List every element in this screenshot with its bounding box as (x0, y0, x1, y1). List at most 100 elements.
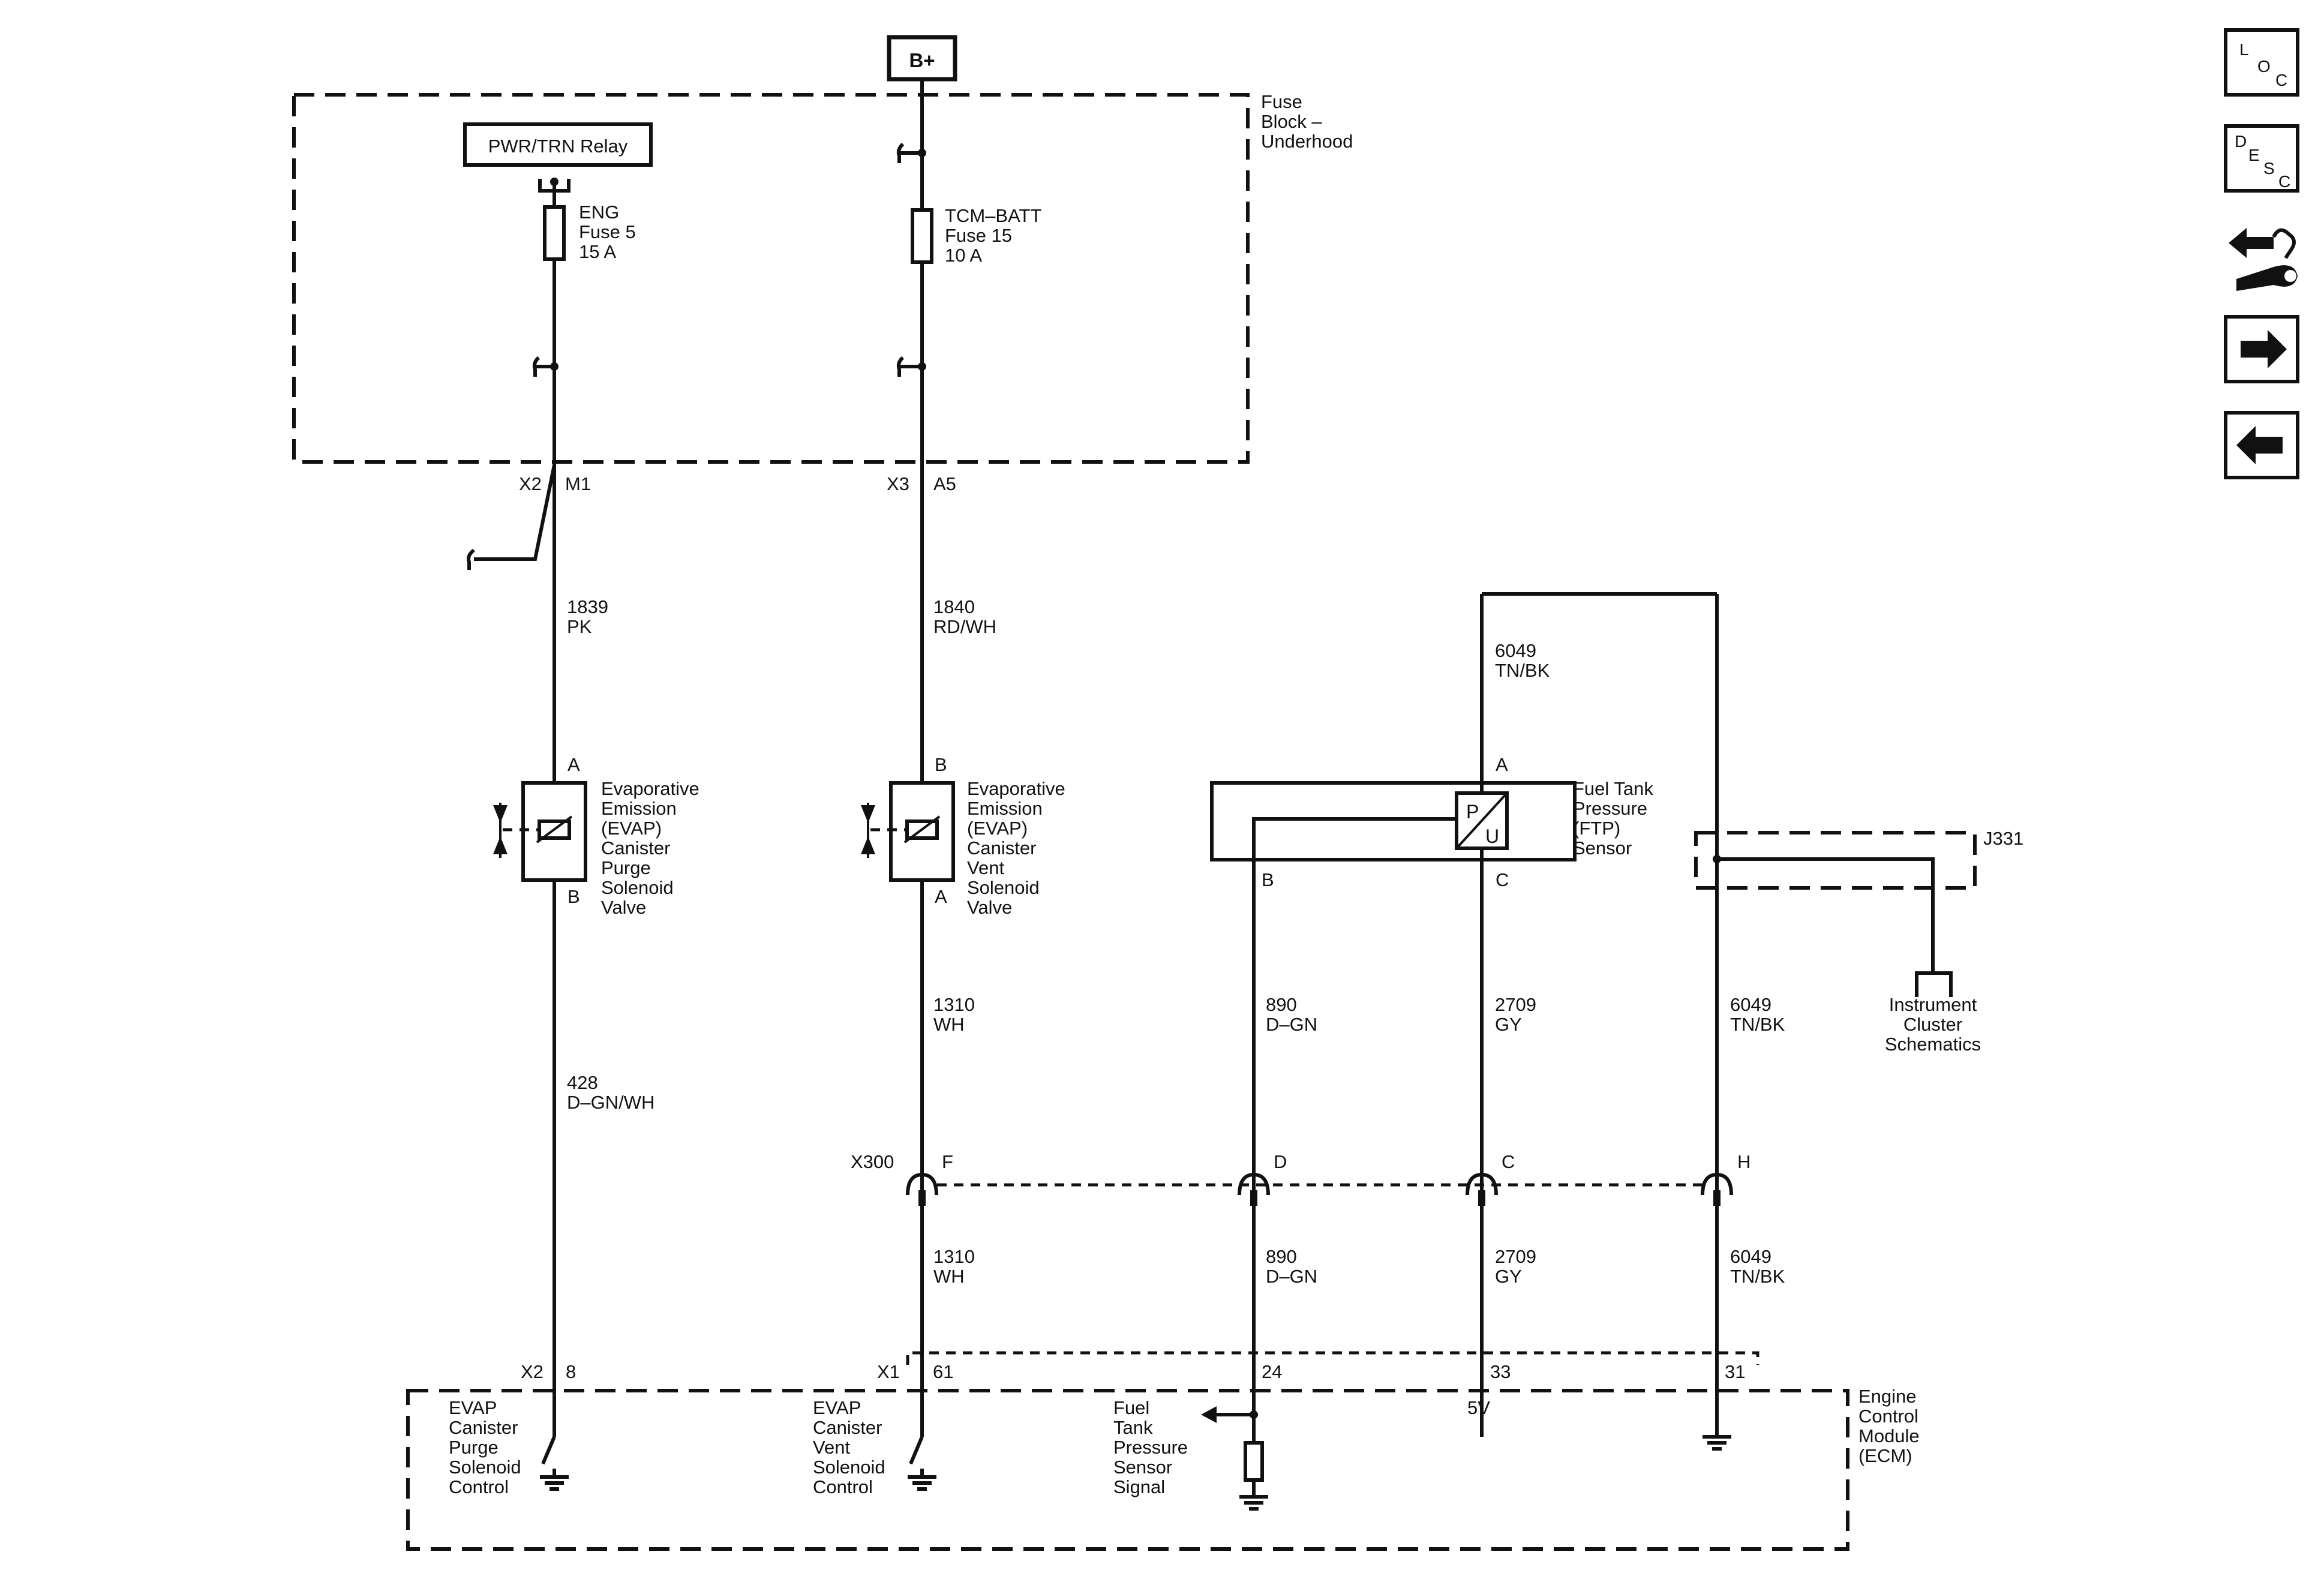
fuse-block-label: Fuse Block – Underhood (1261, 91, 1353, 152)
svg-text:Canister: Canister (601, 837, 670, 858)
arrow-right-icon (2241, 330, 2287, 368)
ecm-pin-33: 33 (1490, 1361, 1511, 1382)
ftp-pu-element: P U (1455, 791, 1509, 850)
svg-text:Vent: Vent (967, 857, 1004, 878)
svg-text:6049: 6049 (1495, 640, 1536, 661)
svg-text:Emission: Emission (967, 798, 1043, 819)
svg-text:Valve: Valve (601, 897, 646, 918)
svg-text:U: U (1485, 825, 1499, 847)
purge-pin-b: B (568, 886, 580, 907)
svg-text:Fuse 5: Fuse 5 (579, 221, 636, 242)
svg-text:Solenoid: Solenoid (813, 1457, 885, 1478)
svg-text:L: L (2239, 40, 2249, 59)
svg-text:Vent: Vent (813, 1437, 850, 1458)
x300-terminal-d (1238, 1172, 1270, 1206)
wire-6049-top-label: 6049 TN/BK (1495, 640, 1550, 681)
svg-text:Canister: Canister (449, 1417, 518, 1438)
wire-2709-label-lower: 2709 GY (1495, 1246, 1536, 1287)
svg-text:TN/BK: TN/BK (1495, 660, 1550, 681)
svg-text:WH: WH (933, 1266, 965, 1287)
svg-text:WH: WH (933, 1014, 965, 1035)
svg-text:Fuel Tank: Fuel Tank (1573, 778, 1653, 799)
instrument-cluster-link[interactable]: Instrument Cluster Schematics (1885, 994, 1981, 1055)
wire-890-label-upper: 890 D–GN (1266, 994, 1317, 1035)
wire-1310-label-lower: 1310 WH (933, 1246, 975, 1287)
ftp-pin-b: B (1262, 869, 1274, 890)
connector-hook-mid (896, 356, 926, 377)
svg-text:Pressure: Pressure (1113, 1437, 1188, 1458)
svg-text:Pressure: Pressure (1573, 798, 1647, 819)
vent-valve-label: Evaporative Emission (EVAP) Canister Ven… (967, 778, 1065, 918)
svg-text:Solenoid: Solenoid (449, 1457, 521, 1478)
x300-pin-f: F (942, 1151, 953, 1172)
svg-text:EVAP: EVAP (813, 1397, 861, 1418)
svg-text:TN/BK: TN/BK (1730, 1266, 1785, 1287)
evap-purge-solenoid-valve (493, 781, 587, 882)
svg-text:D–GN: D–GN (1266, 1014, 1317, 1035)
svg-text:D–GN: D–GN (1266, 1266, 1317, 1287)
conn-a5: A5 (933, 473, 956, 494)
battery-label: B+ (909, 49, 935, 71)
svg-text:Fuel: Fuel (1113, 1397, 1149, 1418)
svg-text:Evaporative: Evaporative (967, 778, 1065, 799)
desc-button[interactable]: D E S C (2224, 124, 2299, 193)
svg-text:Sensor: Sensor (1113, 1457, 1172, 1478)
ecm-pin-24: 24 (1262, 1361, 1282, 1382)
svg-text:10 A: 10 A (945, 245, 982, 266)
svg-text:EVAP: EVAP (449, 1397, 497, 1418)
x300-terminal-c (1466, 1172, 1498, 1206)
wire-1840-label: 1840 RD/WH (933, 596, 996, 637)
prev-arrow-button[interactable] (2224, 411, 2299, 479)
ecm-pin-8: 8 (566, 1361, 576, 1382)
svg-text:TCM–BATT: TCM–BATT (945, 205, 1041, 226)
svg-text:Module: Module (1858, 1425, 1920, 1446)
svg-text:GY: GY (1495, 1014, 1522, 1035)
ecm-pin-61: 61 (933, 1361, 953, 1382)
svg-text:Valve: Valve (967, 897, 1012, 918)
svg-text:2709: 2709 (1495, 1246, 1536, 1267)
conn-x2: X2 (519, 473, 542, 494)
svg-text:PWR/TRN Relay: PWR/TRN Relay (488, 136, 628, 157)
ecm-outline (406, 1389, 1849, 1551)
svg-text:S: S (2263, 159, 2275, 178)
svg-text:(ECM): (ECM) (1858, 1445, 1912, 1466)
svg-text:Control: Control (449, 1476, 509, 1497)
vent-control-label: EVAP Canister Vent Solenoid Control (813, 1397, 885, 1497)
svg-text:Control: Control (813, 1476, 873, 1497)
wire-428-label: 428 D–GN/WH (567, 1072, 654, 1113)
conn-x300: X300 (851, 1151, 894, 1172)
svg-text:RD/WH: RD/WH (933, 616, 996, 637)
svg-text:Cluster: Cluster (1903, 1014, 1962, 1035)
svg-text:Tank: Tank (1113, 1417, 1153, 1438)
next-arrow-button[interactable] (2224, 315, 2299, 383)
fuse-block-outline (292, 93, 1250, 464)
wire-1310-label-upper: 1310 WH (933, 994, 975, 1035)
x300-pin-h: H (1737, 1151, 1750, 1172)
svg-text:2709: 2709 (1495, 994, 1536, 1015)
ftp-signal-label: Fuel Tank Pressure Sensor Signal (1113, 1397, 1188, 1497)
svg-text:(EVAP): (EVAP) (967, 818, 1028, 839)
svg-text:15 A: 15 A (579, 241, 616, 262)
svg-text:O: O (2257, 57, 2271, 76)
loc-button[interactable]: L O C (2224, 28, 2299, 97)
svg-text:Control: Control (1858, 1406, 1918, 1427)
svg-text:1840: 1840 (933, 596, 975, 617)
diagnostic-tool-icon[interactable] (2229, 228, 2298, 291)
svg-text:(FTP): (FTP) (1573, 818, 1620, 839)
purge-pin-a: A (568, 754, 580, 775)
wire-890-label-lower: 890 D–GN (1266, 1246, 1317, 1287)
purge-valve-label: Evaporative Emission (EVAP) Canister Pur… (601, 778, 699, 918)
svg-text:Block –: Block – (1261, 111, 1322, 132)
svg-text:Purge: Purge (601, 857, 651, 878)
wire-6049-label-upper: 6049 TN/BK (1730, 994, 1785, 1035)
battery-terminal: B+ (887, 35, 957, 82)
svg-text:C: C (2275, 71, 2287, 89)
svg-text:Schematics: Schematics (1885, 1034, 1981, 1055)
svg-text:Purge: Purge (449, 1437, 499, 1458)
splice-j331-outline (1694, 831, 1977, 890)
ecm-pin-31: 31 (1725, 1361, 1745, 1382)
svg-text:Canister: Canister (813, 1417, 882, 1438)
ftp-signal-input (1201, 1406, 1268, 1511)
ecm-ground-6049 (1703, 1435, 1731, 1451)
fuse-eng-5 (543, 205, 566, 261)
